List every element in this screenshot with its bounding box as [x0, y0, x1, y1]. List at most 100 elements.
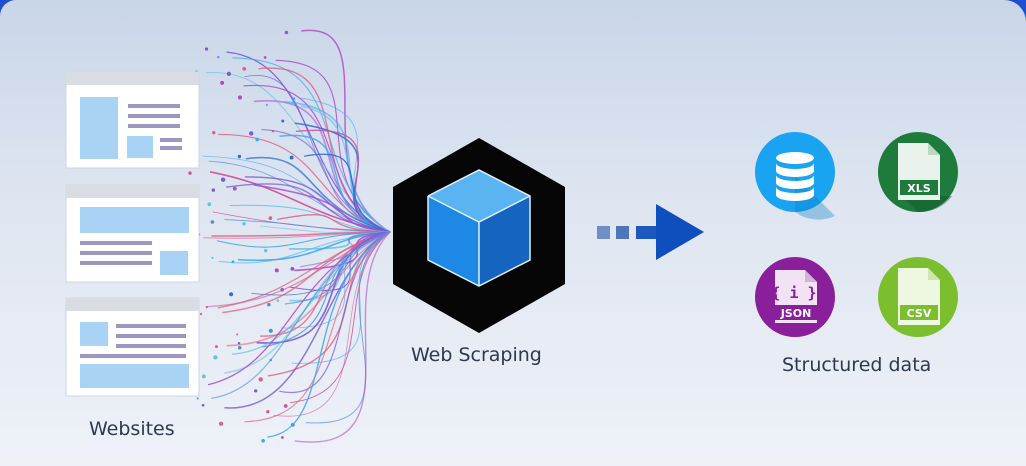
data-stream-line [205, 72, 391, 233]
csv-label: CSV [907, 307, 932, 320]
xls-file-icon: XLS [878, 132, 958, 213]
data-particle [265, 103, 268, 106]
data-stream-line [290, 231, 391, 404]
data-particle [292, 97, 296, 100]
data-stream-line [256, 231, 391, 344]
data-particle [237, 95, 243, 100]
data-particle [226, 71, 232, 77]
json-label: JSON [780, 307, 812, 320]
data-stream-line [244, 74, 391, 233]
data-particle [211, 188, 215, 192]
data-particle [237, 154, 242, 159]
data-stream-line [211, 231, 391, 237]
data-particle [283, 404, 288, 408]
data-particle [290, 267, 295, 271]
data-particle [255, 137, 260, 142]
database-icon [755, 132, 835, 220]
data-particle [217, 55, 220, 59]
data-stream-line [244, 176, 391, 233]
data-stream-line [275, 59, 391, 233]
data-particle [268, 328, 273, 333]
data-particle [211, 256, 214, 259]
data-particle [242, 222, 246, 226]
data-particle [196, 397, 199, 400]
data-particle [263, 56, 267, 59]
data-particle [210, 220, 215, 224]
websites-label: Websites [89, 418, 175, 440]
data-particle [254, 389, 258, 393]
data-particle [199, 312, 203, 316]
data-stream-line [237, 231, 391, 262]
data-particle [220, 80, 225, 85]
data-particle [188, 171, 192, 175]
data-stream-line [207, 231, 391, 386]
data-particle [237, 345, 242, 350]
data-stream-line [284, 100, 391, 233]
web-scraping-label: Web Scraping [411, 344, 542, 366]
data-stream-line [305, 231, 391, 424]
data-stream-line [299, 231, 391, 268]
data-particle [218, 421, 224, 426]
data-stream-line [279, 134, 391, 233]
json-glyph: { i } [771, 284, 816, 302]
data-stream-line [253, 184, 391, 233]
data-particle [268, 216, 273, 220]
data-particle [271, 129, 275, 133]
data-particle [274, 268, 279, 273]
data-stream-line [261, 128, 391, 233]
data-particle [236, 333, 239, 336]
data-stream-line [224, 219, 391, 233]
scraper-cube-icon [393, 138, 565, 333]
data-stream-line [301, 105, 391, 233]
data-stream-line [267, 231, 391, 438]
data-particle [232, 186, 237, 191]
data-stream-line [258, 67, 391, 233]
data-streams [183, 29, 391, 443]
data-particle [266, 410, 270, 414]
data-stream-line [232, 57, 391, 233]
data-particle [204, 47, 209, 51]
data-particle [207, 202, 212, 207]
data-particle [267, 302, 271, 307]
data-stream-line [203, 231, 391, 239]
website-page-1 [65, 71, 200, 169]
data-particle [261, 438, 265, 443]
data-stream-line [260, 231, 391, 337]
data-particle [231, 260, 235, 264]
data-particle [289, 155, 294, 160]
data-stream-line [273, 231, 391, 417]
data-particle [263, 248, 268, 253]
data-particle [276, 299, 280, 302]
data-particle [212, 131, 216, 135]
data-particle [242, 66, 247, 71]
data-particle [284, 30, 289, 35]
data-stream-line [226, 183, 391, 233]
data-particle [281, 436, 284, 439]
structured-data-label: Structured data [782, 354, 932, 376]
data-particle [281, 119, 285, 123]
data-stream-line [276, 214, 391, 233]
data-particle [229, 292, 234, 297]
data-particle [249, 131, 254, 136]
data-stream-line [245, 156, 391, 233]
data-particle [237, 341, 241, 345]
data-stream-line [244, 231, 391, 423]
data-particle [220, 177, 226, 182]
data-stream-line [279, 231, 391, 394]
data-stream-line [211, 231, 391, 400]
arrow-right-icon [597, 204, 704, 260]
csv-file-icon: CSV [878, 257, 958, 337]
website-page-2 [65, 184, 200, 283]
data-particle [201, 403, 205, 407]
data-particle [213, 355, 218, 360]
data-stream-line [303, 153, 391, 233]
data-particle [201, 374, 206, 379]
data-stream-line [226, 231, 391, 347]
data-stream-line [294, 231, 391, 443]
xls-label: XLS [907, 182, 930, 195]
website-page-3 [65, 297, 200, 397]
data-particle [214, 345, 219, 349]
data-particle [258, 377, 263, 382]
